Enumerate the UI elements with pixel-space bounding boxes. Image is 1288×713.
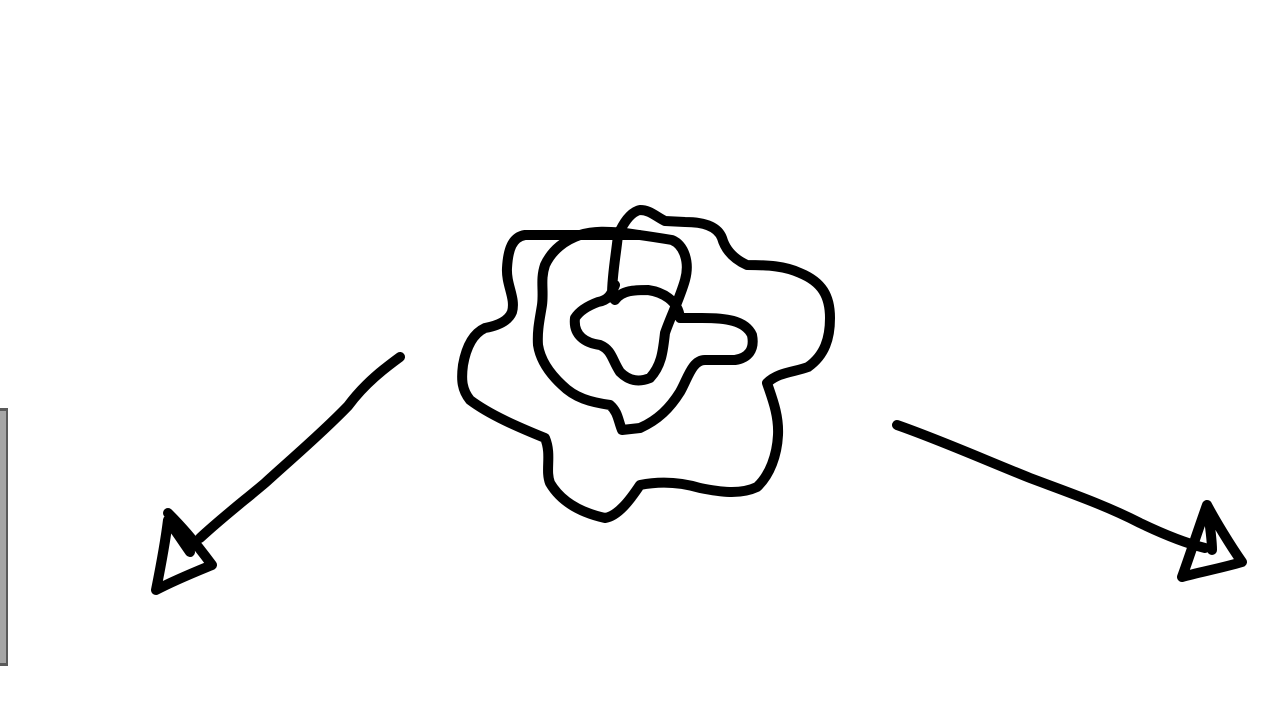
right-arrowhead-stroke xyxy=(1182,505,1242,577)
right-arrow-stroke xyxy=(897,425,1205,548)
side-panel-edge[interactable] xyxy=(0,408,8,666)
left-arrow-stroke xyxy=(200,357,400,538)
left-arrowhead-stroke xyxy=(156,513,212,590)
spiral-flower-stroke xyxy=(462,210,830,518)
